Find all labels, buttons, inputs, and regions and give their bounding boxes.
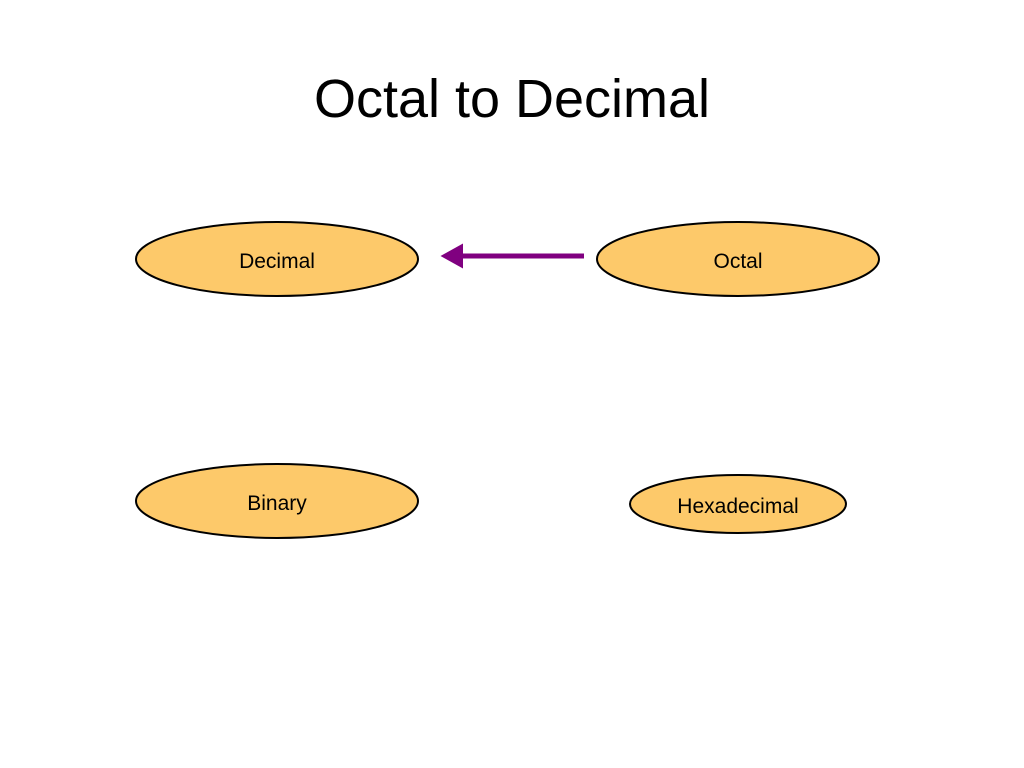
node-hexadecimal-shape bbox=[629, 474, 847, 534]
slide-title: Octal to Decimal bbox=[313, 69, 711, 129]
node-binary-label: Binary bbox=[247, 492, 307, 515]
node-binary-shape bbox=[135, 463, 419, 539]
node-hexadecimal: Hexadecimal bbox=[629, 474, 847, 534]
node-octal: Octal bbox=[596, 221, 880, 297]
node-decimal-label: Decimal bbox=[239, 250, 315, 273]
node-binary: Binary bbox=[135, 463, 419, 539]
node-octal-shape bbox=[596, 221, 880, 297]
node-octal-label: Octal bbox=[713, 250, 762, 273]
node-hexadecimal-label: Hexadecimal bbox=[677, 495, 798, 518]
node-decimal-shape bbox=[135, 221, 419, 297]
node-decimal: Decimal bbox=[135, 221, 419, 297]
